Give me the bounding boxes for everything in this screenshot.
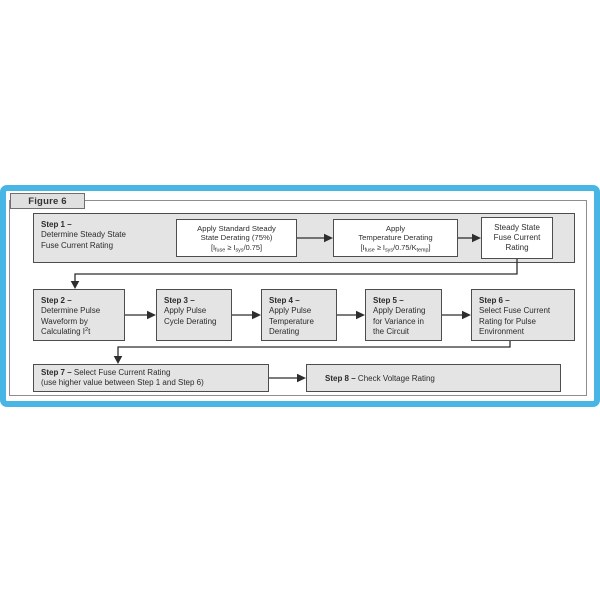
- figure-label-tab: Figure 6: [10, 193, 85, 209]
- step7-line1: Step 7 – Select Fuse Current Rating: [41, 368, 171, 377]
- temperature-derating-line2: Temperature Derating: [358, 233, 433, 243]
- step3-title: Step 3 –: [164, 296, 195, 305]
- temperature-derating-box: Apply Temperature Derating [Ifuse ≥ Isys…: [333, 219, 458, 257]
- step6-body: Select Fuse Current Rating for Pulse Env…: [479, 306, 551, 337]
- step7-note: (use higher value between Step 1 and Ste…: [41, 378, 204, 388]
- standard-derating-box: Apply Standard Steady State Derating (75…: [176, 219, 297, 257]
- temperature-derating-formula: [Ifuse ≥ Isys/0.75/Ktemp]: [360, 242, 431, 254]
- step5-body: Apply Derating for Variance in the Circu…: [373, 306, 426, 337]
- standard-derating-formula: [Ifuse ≥ Isys/0.75]: [210, 242, 263, 254]
- step2-box: Step 2 – Determine Pulse Waveform by Cal…: [33, 289, 125, 341]
- step6-title: Step 6 –: [479, 296, 510, 305]
- step8-box: Step 8 – Check Voltage Rating: [306, 364, 561, 392]
- steady-state-rating-body: Steady State Fuse Current Rating: [493, 222, 541, 253]
- step5-title: Step 5 –: [373, 296, 404, 305]
- step2-line2: Waveform by: [41, 316, 88, 326]
- step4-title: Step 4 –: [269, 296, 300, 305]
- figure-label: Figure 6: [28, 195, 67, 207]
- step4-body: Apply Pulse Temperature Derating: [269, 306, 314, 337]
- step7-box: Step 7 – Select Fuse Current Rating (use…: [33, 364, 269, 392]
- step6-box: Step 6 – Select Fuse Current Rating for …: [471, 289, 575, 341]
- step3-body: Apply Pulse Cycle Derating: [164, 306, 217, 326]
- step2-line3: Calculating I2t: [41, 327, 91, 337]
- step3-box: Step 3 – Apply Pulse Cycle Derating: [156, 289, 232, 341]
- step8-line: Step 8 – Check Voltage Rating: [325, 373, 435, 383]
- standard-derating-line1: Apply Standard Steady: [197, 223, 276, 233]
- step1-body: Determine Steady State Fuse Current Rati…: [41, 230, 126, 250]
- steady-state-rating-box: Steady State Fuse Current Rating: [481, 217, 553, 259]
- step2-line1: Determine Pulse: [41, 306, 101, 316]
- step1-title: Step 1 –: [41, 220, 72, 229]
- temperature-derating-line1: Apply: [385, 223, 406, 233]
- step5-box: Step 5 – Apply Derating for Variance in …: [365, 289, 442, 341]
- step4-box: Step 4 – Apply Pulse Temperature Deratin…: [261, 289, 337, 341]
- step2-title: Step 2 –: [41, 296, 72, 305]
- standard-derating-line2: State Derating (75%): [200, 233, 273, 243]
